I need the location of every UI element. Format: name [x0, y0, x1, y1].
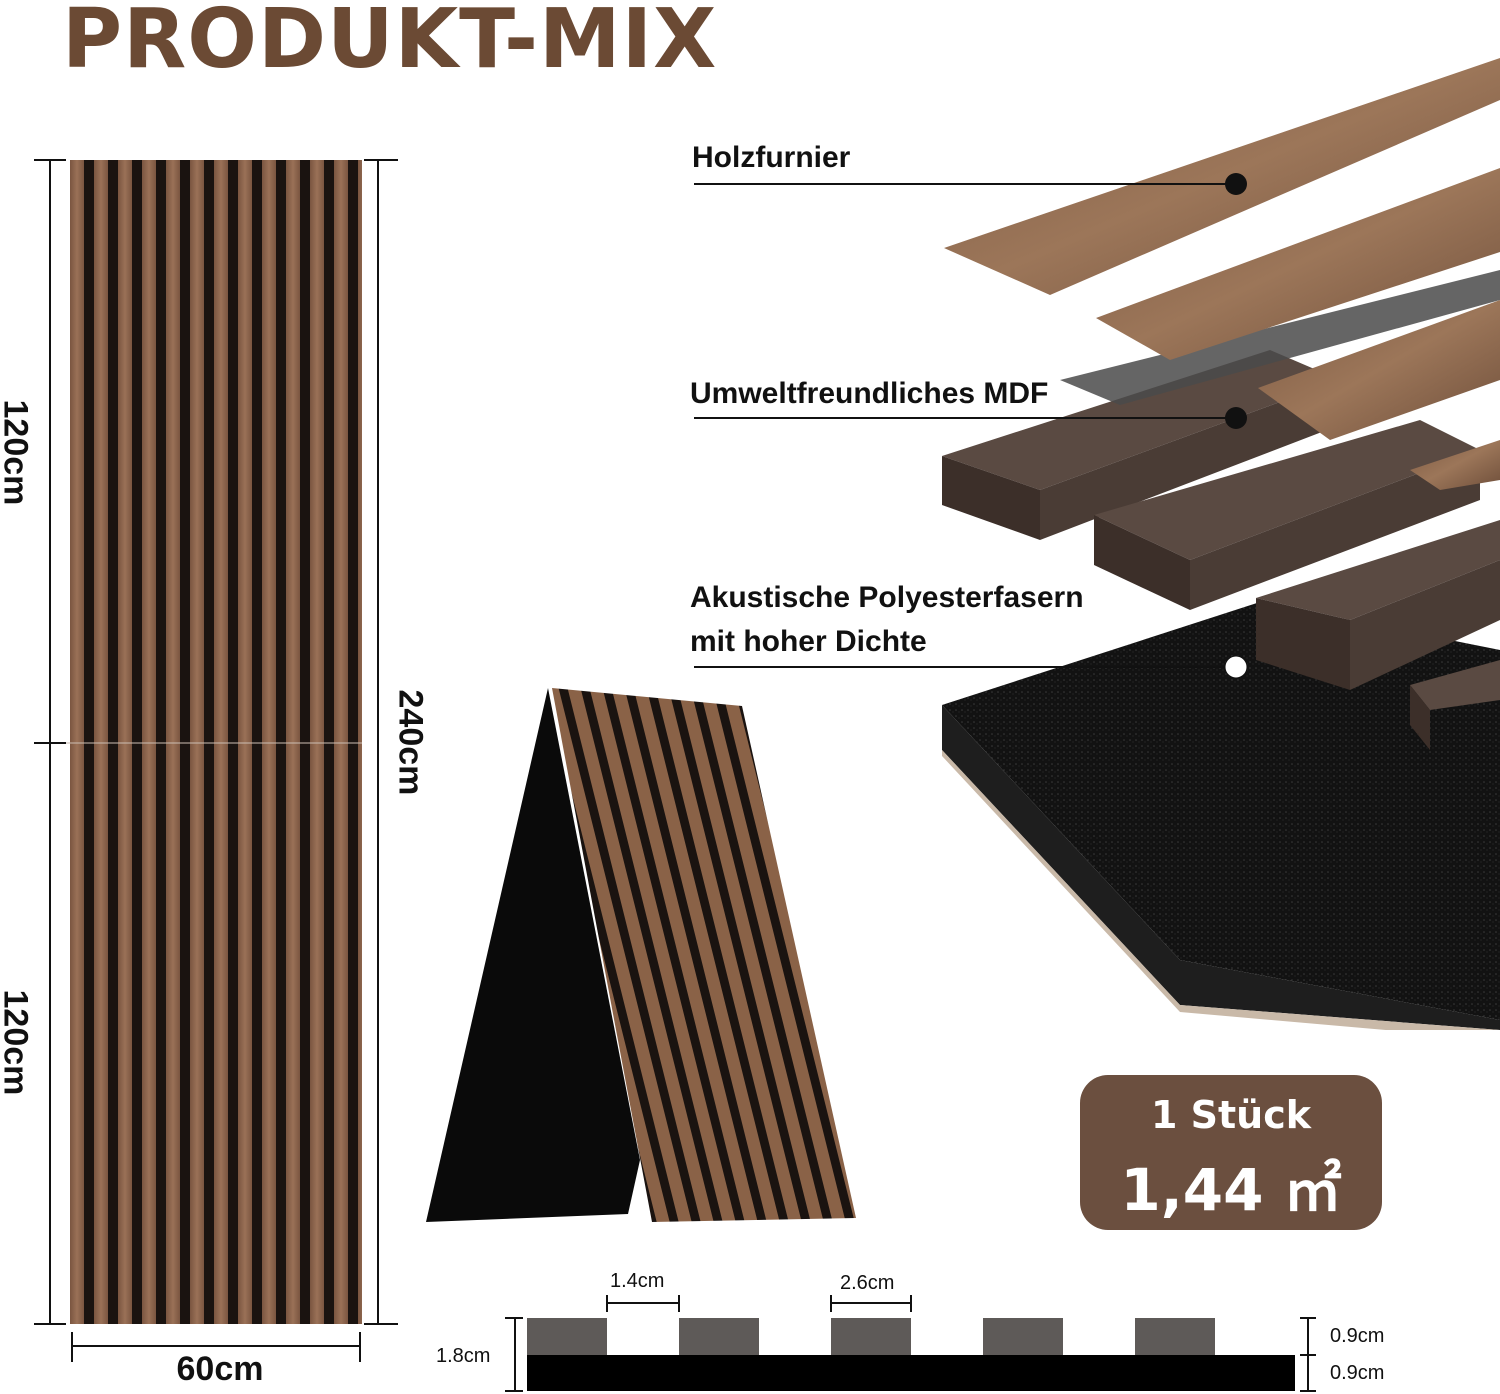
- width-label: 60cm: [176, 1350, 264, 1388]
- felt-thickness-label: 0.9cm: [1330, 1362, 1385, 1384]
- area-badge: 1 Stück 1,44 ㎡: [1080, 1075, 1382, 1230]
- felt-label-line1: Akustische Polyesterfasern: [690, 581, 1084, 614]
- felt-label-line2: mit hoher Dichte: [690, 625, 927, 658]
- lower-height-label: 120cm: [0, 989, 35, 1096]
- wood-slat-panel: [70, 160, 362, 1324]
- mdf-layer: [942, 350, 1500, 750]
- upper-height-label: 120cm: [0, 399, 35, 506]
- slat-width-label: 2.6cm: [840, 1272, 895, 1294]
- folded-panel-illustration: [426, 688, 856, 1222]
- felt-layer: [942, 602, 1500, 1020]
- veneer-layer: [944, 58, 1500, 490]
- panel-dimension-diagram: [34, 159, 398, 1362]
- badge-area: 1,44 ㎡: [1120, 1156, 1342, 1224]
- layer-exploded-view: [694, 58, 1500, 1030]
- page-title: PRODUKT-MIX: [62, 0, 718, 87]
- cross-section-profile: [505, 1295, 1316, 1392]
- slat-thickness-label: 0.9cm: [1330, 1325, 1385, 1347]
- total-thickness-label: 1.8cm: [436, 1345, 491, 1367]
- gap-width-label: 1.4cm: [610, 1270, 665, 1292]
- veneer-label: Holzfurnier: [692, 141, 851, 174]
- mdf-label: Umweltfreundliches MDF: [690, 377, 1049, 410]
- badge-quantity: 1 Stück: [1150, 1093, 1312, 1137]
